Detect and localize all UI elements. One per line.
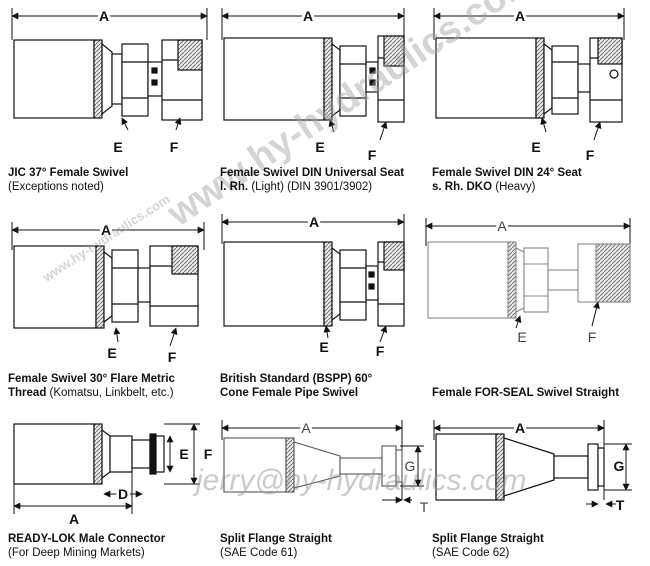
caption-title: Split Flange Straight <box>220 533 332 545</box>
dim-letter: A <box>303 8 313 24</box>
caption-bspp: British Standard (BSPP) 60° Cone Female … <box>220 372 372 400</box>
caption-subtitle: (SAE Code 62) <box>432 547 510 559</box>
dim-letter: G <box>405 458 416 474</box>
dim-letter: E <box>113 139 122 155</box>
dim-letter: A <box>515 420 525 436</box>
caption-jic-37: JIC 37° Female Swivel (Exceptions noted) <box>8 166 128 194</box>
caption-title: READY-LOK Male Connector <box>8 533 166 545</box>
dim-letter: F <box>588 329 597 345</box>
caption-title-line2: l. Rh. <box>220 181 249 193</box>
caption-subtitle: (Light) (DIN 3901/3902) <box>248 181 373 193</box>
dim-letter: F <box>586 147 595 163</box>
dim-letter: A <box>69 511 79 527</box>
caption-subtitle: (For Deep Mining Markets) <box>8 547 145 559</box>
caption-title-line2: s. Rh. DKO <box>432 181 493 193</box>
caption-subtitle: (SAE Code 61) <box>220 547 298 559</box>
fitting-ready-lok-drawing <box>13 423 200 514</box>
fitting-30-flare-drawing <box>11 222 205 347</box>
caption-30-flare: Female Swivel 30° Flare Metric Thread (K… <box>8 372 175 400</box>
dim-letter: E <box>315 139 324 155</box>
dim-letter: A <box>497 218 507 234</box>
dimension-letters: A E F A E F A E F A E F A E F A E F A D … <box>69 5 625 527</box>
dim-letter: A <box>309 214 319 230</box>
dim-letter: F <box>368 147 377 163</box>
caption-subtitle: (Heavy) <box>492 181 536 193</box>
dim-letter: A <box>301 420 311 436</box>
dim-letter: E <box>107 345 116 361</box>
dim-letter: F <box>204 446 213 462</box>
fitting-flange-62-drawing <box>433 420 632 508</box>
caption-subtitle: (Komatsu, Linkbelt, etc.) <box>46 387 174 399</box>
caption-for-seal: Female FOR-SEAL Swivel Straight <box>432 386 619 400</box>
fitting-din-universal-drawing <box>221 8 405 141</box>
caption-title: Female FOR-SEAL Swivel Straight <box>432 387 620 399</box>
dim-letter: E <box>517 329 526 345</box>
caption-title: British Standard (BSPP) 60° <box>220 373 373 385</box>
fitting-jic-37-drawing <box>11 8 208 131</box>
caption-flange-62: Split Flange Straight (SAE Code 62) <box>432 532 544 560</box>
fitting-flange-61-drawing <box>221 420 424 504</box>
dim-letter: G <box>614 458 625 474</box>
caption-title: Female Swivel 30° Flare Metric <box>8 373 175 385</box>
fitting-din-24-drawing <box>433 8 625 141</box>
caption-subtitle: (Exceptions noted) <box>8 181 104 193</box>
dim-letter: A <box>515 8 525 24</box>
caption-flange-61: Split Flange Straight (SAE Code 61) <box>220 532 332 560</box>
fitting-bspp-drawing <box>221 214 405 343</box>
dim-letter: E <box>531 139 540 155</box>
caption-din-universal: Female Swivel DIN Universal Seat l. Rh. … <box>220 166 404 194</box>
caption-title: Female Swivel DIN Universal Seat <box>220 167 405 179</box>
caption-din-24: Female Swivel DIN 24° Seat s. Rh. DKO (H… <box>432 166 582 194</box>
dim-letter: E <box>179 446 188 462</box>
caption-title-line2: Cone Female Pipe Swivel <box>220 387 359 399</box>
dim-letter: A <box>101 222 111 238</box>
caption-title: JIC 37° Female Swivel <box>8 167 129 179</box>
caption-title-line2: Thread <box>8 387 47 399</box>
fitting-for-seal-drawing <box>425 218 631 329</box>
dim-letter: F <box>168 349 177 365</box>
dim-letter: E <box>319 339 328 355</box>
caption-ready-lok: READY-LOK Male Connector (For Deep Minin… <box>8 532 165 560</box>
dim-letter: F <box>376 343 385 359</box>
dim-letter: T <box>420 499 429 515</box>
caption-title: Split Flange Straight <box>432 533 544 545</box>
dim-letter: A <box>99 8 109 24</box>
dim-letter: D <box>118 486 128 502</box>
dim-letter: T <box>616 497 625 513</box>
dim-letter: F <box>170 139 179 155</box>
caption-title: Female Swivel DIN 24° Seat <box>432 167 582 179</box>
